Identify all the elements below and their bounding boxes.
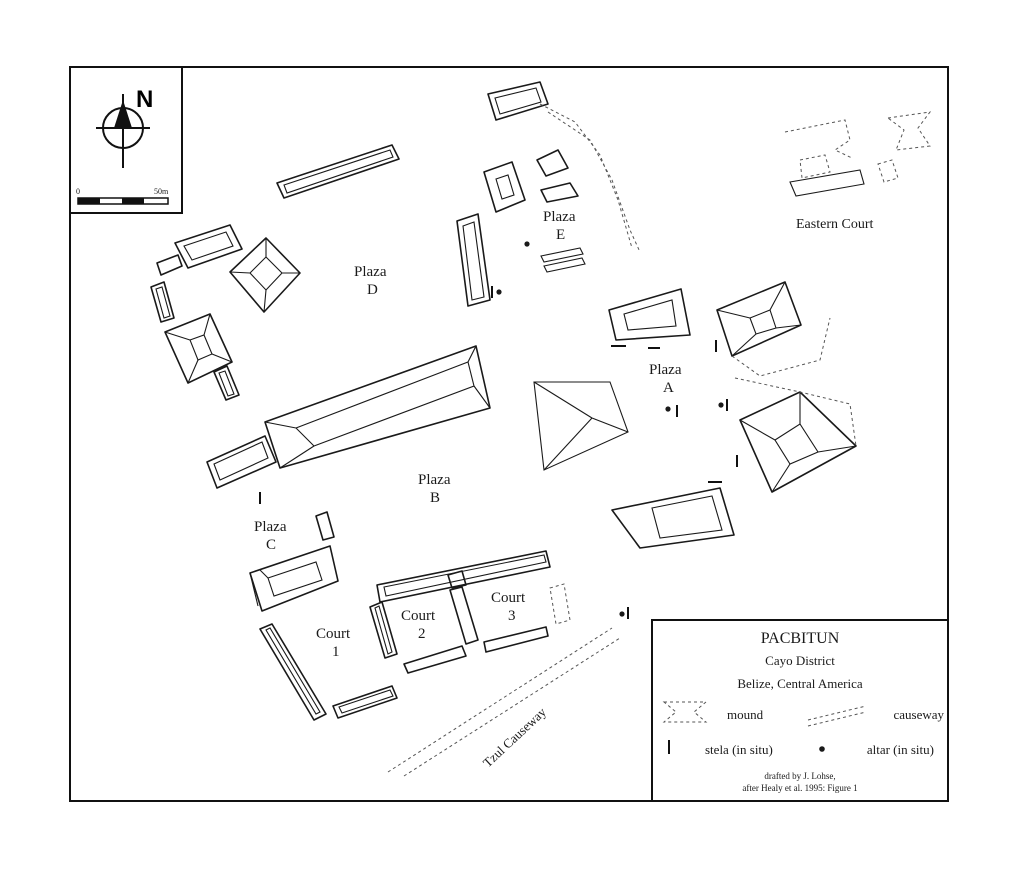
credit-line-1: drafted by J. Lohse, [764,771,835,781]
mound [487,81,549,121]
legend-causeway-symbol [807,705,867,727]
legend-mound-symbol [662,701,708,723]
map-district: Cayo District [765,653,835,668]
causeway-segment [539,103,641,253]
plaza-e-label: Plaza [543,209,576,225]
plaza-c-letter: C [266,537,276,553]
mound [276,144,400,199]
legend-stela-label: stela (in situ) [705,742,773,757]
mound [174,224,243,269]
court-3-label: Court [491,590,526,606]
court-1-label: Court [316,626,351,642]
mound [456,213,491,307]
altar-marker [718,402,724,408]
court-1-number: 1 [332,644,340,660]
plaza-a-label: Plaza [649,362,682,378]
mound [483,161,526,213]
north-arrow-inset: N 0 50m [69,66,183,214]
causeway-label: Tzul Causeway [480,704,549,770]
legend-altar-label: altar (in situ) [867,742,934,757]
mound [483,583,571,653]
tzul-causeway [387,627,621,777]
mound [608,288,691,349]
altar-marker [496,289,502,295]
altar-marker [665,406,671,412]
mound [449,586,479,645]
altar-marker [524,241,530,247]
court-2-label: Court [401,608,436,624]
legend-causeway-label: causeway [893,707,944,722]
plaza-b-label: Plaza [418,472,451,488]
mound [156,254,183,276]
compass-icon [96,94,150,168]
scale-bar [77,197,169,205]
mound [249,545,339,612]
plaza-a-letter: A [663,380,674,396]
court-2-number: 2 [418,626,426,642]
mound [150,281,175,323]
mound [229,237,301,313]
mound [315,511,335,541]
scale-end-label: 50m [154,187,169,196]
mound [540,247,586,273]
mound [376,550,551,603]
stelae-altars [259,241,738,619]
plaza-c-label: Plaza [254,519,287,535]
title-block: PACBITUN Cayo District Belize, Central A… [651,619,949,802]
mound [206,435,277,489]
mound [332,685,398,719]
mound [213,365,240,401]
map-country: Belize, Central America [737,676,862,691]
mound [164,313,233,384]
map-title: PACBITUN [761,630,840,647]
plaza-d-letter: D [367,282,378,298]
legend-mound-label: mound [727,707,764,722]
credit-line-2: after Healy et al. 1995: Figure 1 [742,783,857,793]
mound [264,345,491,469]
scale-start-label: 0 [76,187,80,196]
mounds [150,81,932,721]
plaza-b-letter: B [430,490,440,506]
mound [536,149,579,203]
legend-altar-symbol [819,746,825,752]
north-label: N [136,86,153,113]
court-3-number: 3 [508,608,516,624]
eastern-court-label: Eastern Court [796,217,873,232]
mound [369,601,398,659]
map-frame [69,66,949,802]
mound [716,281,831,377]
mound [403,645,467,674]
mound [533,381,629,471]
mound [784,111,932,197]
plaza-d-label: Plaza [354,264,387,280]
plaza-e-letter: E [556,227,565,243]
mound [734,377,857,493]
mound [259,623,327,721]
mound [611,481,735,549]
altar-marker [619,611,625,617]
